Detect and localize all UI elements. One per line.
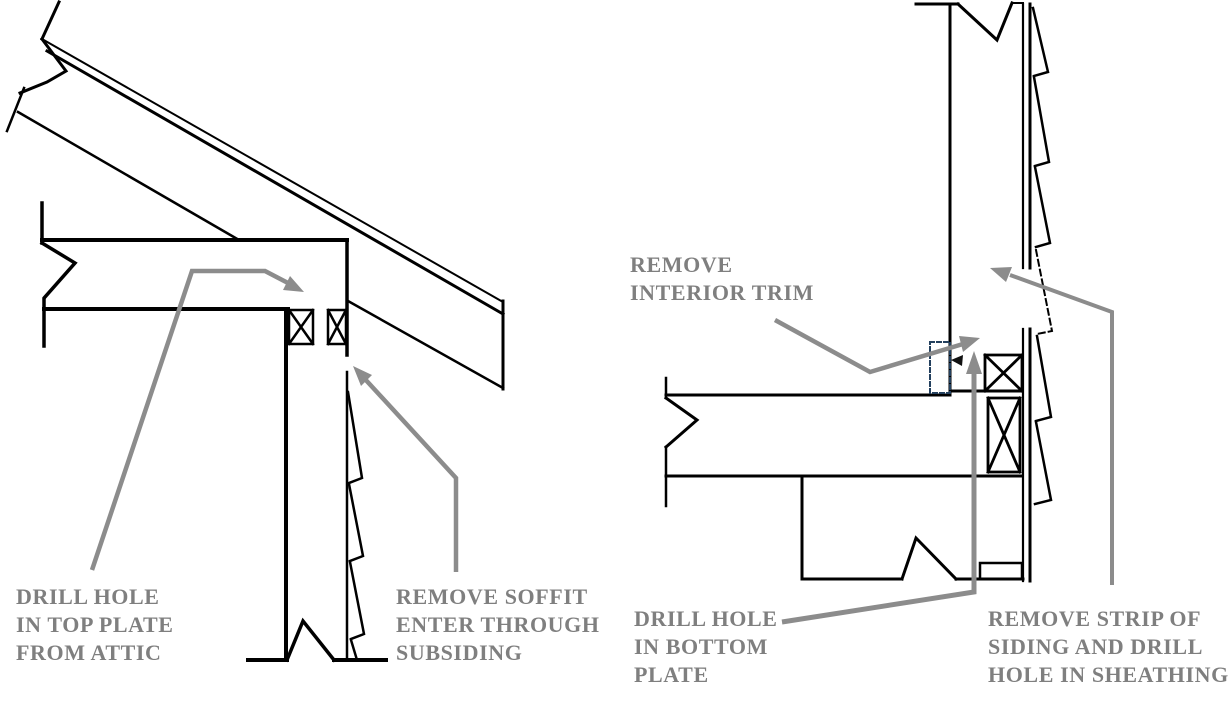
arrowhead-icon bbox=[353, 366, 372, 386]
label-line: FROM ATTIC bbox=[16, 640, 162, 665]
label-line: IN BOTTOM bbox=[634, 634, 768, 659]
rafter-and-roof-sheathing bbox=[5, 0, 506, 391]
label-line: IN TOP PLATE bbox=[16, 612, 174, 637]
label-drill-hole-bottom-plate: DRILL HOLE IN BOTTOM PLATE bbox=[634, 605, 778, 689]
label-line: REMOVE SOFFIT bbox=[396, 584, 588, 609]
label-remove-strip-of-siding: REMOVE STRIP OF SIDING AND DRILL HOLE IN… bbox=[988, 605, 1228, 689]
label-line: ENTER THROUGH bbox=[396, 612, 600, 637]
arrowhead-icon bbox=[283, 276, 304, 292]
remove-strip-arrow bbox=[990, 267, 1114, 585]
right-figure-floor-wall-detail bbox=[663, 1, 1054, 583]
label-line: HOLE IN SHEATHING bbox=[988, 662, 1228, 687]
label-line: DRILL HOLE bbox=[634, 606, 778, 631]
right-annotation-arrows bbox=[773, 267, 1114, 625]
label-remove-soffit: REMOVE SOFFIT ENTER THROUGH SUBSIDING bbox=[396, 583, 600, 667]
left-annotation-arrows bbox=[89, 268, 459, 572]
wall-section bbox=[246, 238, 388, 663]
arrowhead-icon bbox=[990, 267, 1012, 282]
ceiling-joist bbox=[39, 201, 349, 348]
joist-break-icon bbox=[39, 201, 78, 348]
removed-siding-strip-dashed bbox=[1034, 248, 1054, 336]
label-line: PLATE bbox=[634, 662, 709, 687]
lower-wall bbox=[800, 474, 1025, 582]
arrowhead-icon bbox=[966, 351, 982, 374]
top-plate-blocking bbox=[287, 308, 348, 346]
interior-trim-dashed bbox=[929, 341, 951, 394]
label-remove-interior-trim: REMOVE INTERIOR TRIM bbox=[630, 251, 814, 307]
wall-break-icon bbox=[955, 1, 1014, 43]
remove-soffit-arrow bbox=[353, 366, 459, 572]
drill-bottom-plate-arrow bbox=[781, 351, 982, 625]
sheathing bbox=[1021, 2, 1032, 583]
remove-interior-trim-arrow bbox=[773, 318, 980, 375]
label-line: INTERIOR TRIM bbox=[630, 280, 815, 305]
label-line: REMOVE STRIP OF bbox=[988, 606, 1202, 631]
clapboard-siding-left bbox=[346, 390, 366, 662]
plate-hole-mark-icon bbox=[951, 355, 963, 366]
floor-structure bbox=[663, 376, 1024, 508]
label-drill-hole-top-plate: DRILL HOLE IN TOP PLATE FROM ATTIC bbox=[16, 583, 174, 667]
wall-break-icon bbox=[284, 617, 337, 663]
bottom-plate bbox=[951, 353, 1024, 393]
arrowhead-icon bbox=[959, 336, 980, 352]
label-line: DRILL HOLE bbox=[16, 584, 160, 609]
label-line: REMOVE bbox=[630, 252, 733, 277]
left-figure-eave-detail bbox=[5, 0, 506, 663]
label-line: SUBSIDING bbox=[396, 640, 523, 665]
drill-top-plate-arrow bbox=[89, 268, 304, 571]
rafter-break-icon bbox=[40, 0, 61, 41]
floor-break-icon bbox=[663, 376, 700, 508]
rim-joist bbox=[986, 396, 1022, 474]
clapboard-siding-right bbox=[1031, 6, 1054, 506]
wall-stud bbox=[914, 1, 1024, 395]
lower-wall-break-icon bbox=[900, 535, 959, 582]
label-line: SIDING AND DRILL bbox=[988, 634, 1203, 659]
